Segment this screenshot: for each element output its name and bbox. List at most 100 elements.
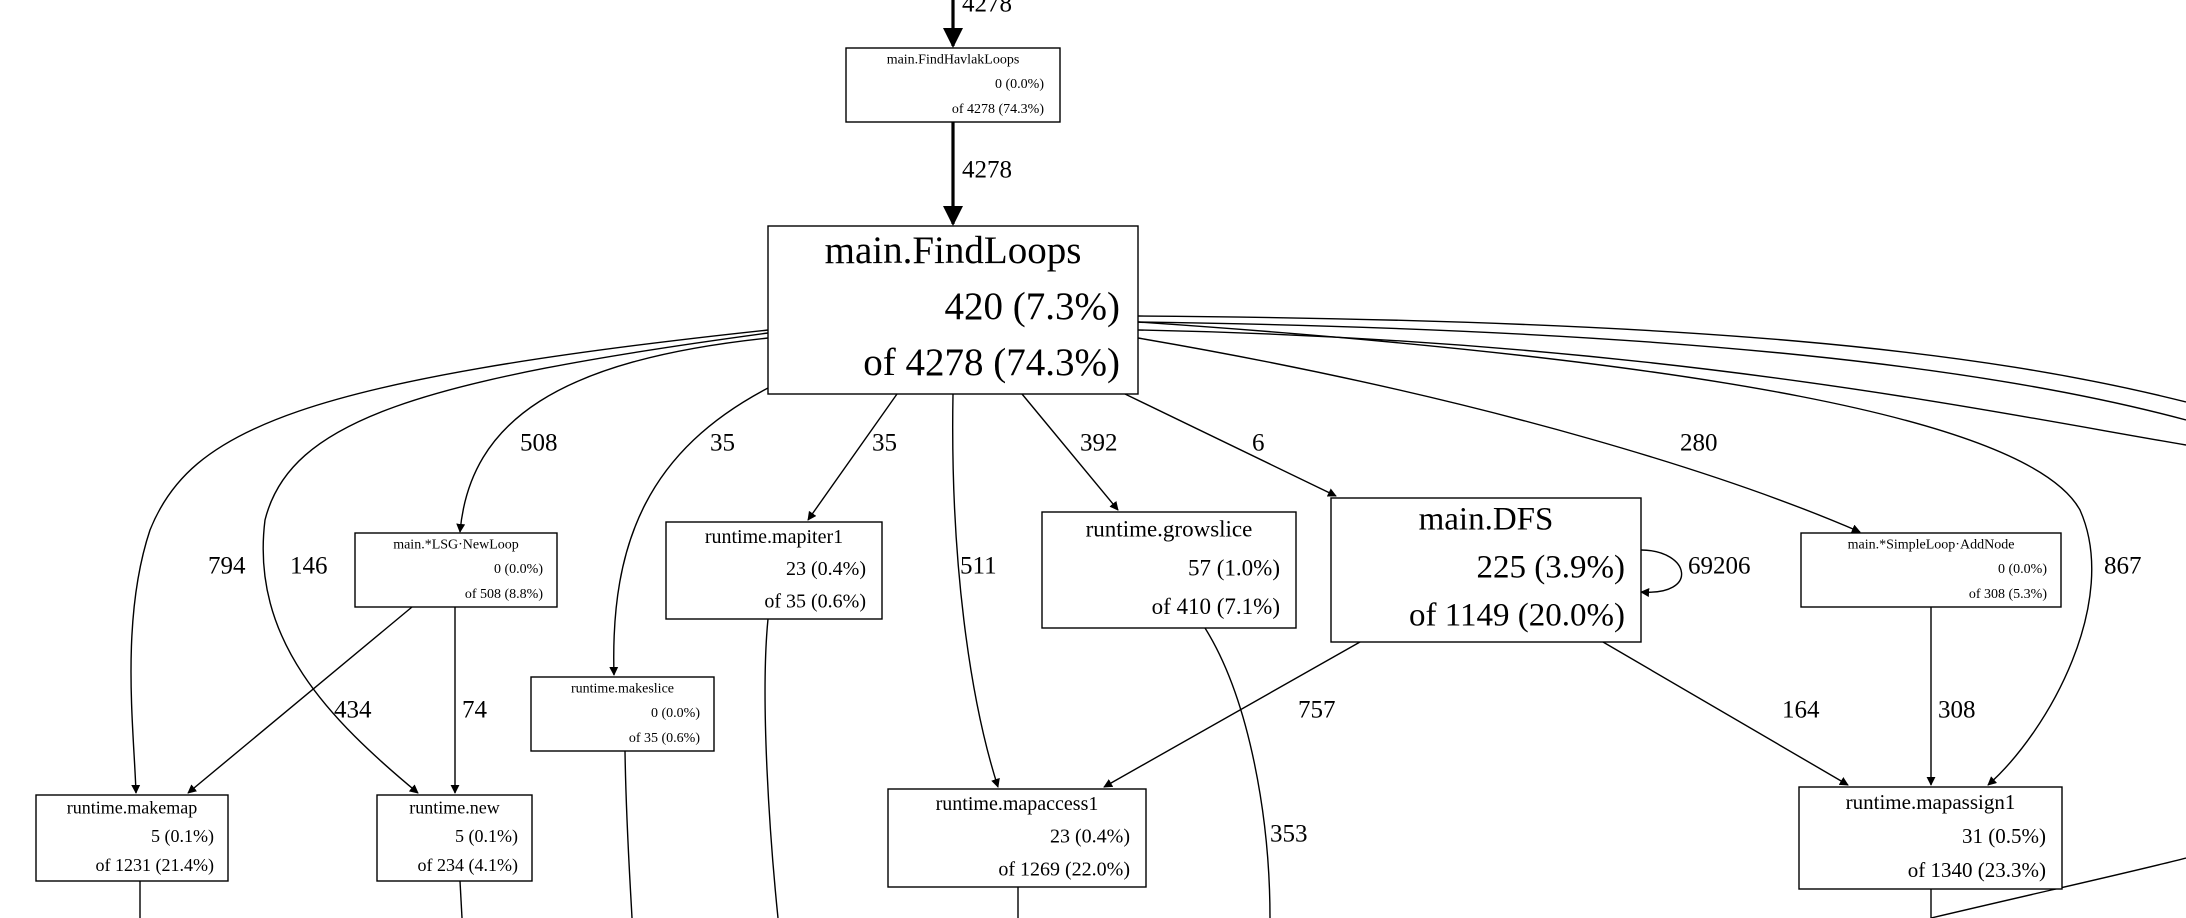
node-mapaccess1[interactable]: runtime.mapaccess1 23 (0.4%) of 1269 (22.0… (887, 788, 1147, 888)
node-cumulative-samples: of 35 (0.6%) (764, 590, 866, 612)
node-mapiter1[interactable]: runtime.mapiter1 23 (0.4%) of 35 (0.6%) (665, 521, 883, 620)
node-cumulative-samples: of 35 (0.6%) (629, 731, 700, 746)
edge-findloops-mapiter1 (807, 393, 898, 521)
node-box (887, 788, 1147, 888)
edge-label-findloops-dfs: 6 (1252, 430, 1265, 457)
edge-findloops-offright2 (1137, 321, 2186, 421)
node-box (376, 794, 533, 882)
edge-findloops-lsgnewloop (456, 337, 769, 533)
node-function-name: runtime.makemap (67, 797, 197, 817)
node-box (35, 794, 229, 882)
node-cumulative-samples: of 1231 (21.4%) (96, 855, 214, 876)
edge-new-out (459, 880, 463, 918)
node-cumulative-samples: of 234 (4.1%) (418, 855, 518, 876)
node-function-name: runtime.makeslice (571, 682, 674, 697)
node-dfs[interactable]: main.DFS 225 (3.9%) of 1149 (20.0%) (1330, 497, 1642, 643)
edge-label-findloops-lsgnewloop: 508 (520, 430, 558, 457)
node-function-name: main.DFS (1419, 502, 1554, 538)
edge-findloops-offright3 (1137, 329, 2186, 446)
node-function-name: runtime.mapaccess1 (936, 793, 1099, 815)
edge-label-in-findhavlak: 4278 (962, 0, 1012, 18)
node-cumulative-samples: of 4278 (74.3%) (952, 102, 1044, 117)
node-cumulative-samples: of 1340 (23.3%) (1908, 858, 2046, 882)
edge-label-dfs-mapassign1: 164 (1782, 697, 1820, 724)
edge-findloops-mapaccess1 (952, 393, 1000, 788)
node-function-name: runtime.new (409, 797, 499, 817)
node-box (354, 532, 558, 608)
node-box (530, 676, 715, 752)
node-cumulative-samples: of 508 (8.8%) (465, 587, 543, 602)
edge-label-findloops-growslice: 392 (1080, 430, 1118, 457)
node-function-name: runtime.mapiter1 (705, 526, 843, 548)
node-cumulative-samples: of 1149 (20.0%) (1409, 598, 1625, 634)
edge-label-addnode-mapassign1: 308 (1938, 697, 1976, 724)
edge-findloops-makeslice (609, 387, 769, 676)
edge-label-findloops-mapassign1: 867 (2104, 553, 2142, 580)
node-box (1798, 786, 2063, 890)
edge-makeslice-out (624, 750, 633, 918)
edge-label-findloops-addnode: 280 (1680, 430, 1718, 457)
node-box (845, 47, 1061, 123)
node-flat-samples: 0 (0.0%) (1998, 562, 2047, 577)
edge-findloops-offright1 (1137, 315, 2186, 403)
edge-lsgnewloop-makemap (187, 606, 413, 794)
edge-growslice-out (1204, 627, 1271, 918)
node-function-name: main.FindHavlakLoops (887, 53, 1020, 68)
node-box (1800, 532, 2062, 608)
node-cumulative-samples: of 410 (7.1%) (1152, 594, 1280, 619)
edge-findloops-growslice (1021, 393, 1119, 511)
node-flat-samples: 225 (3.9%) (1477, 550, 1625, 586)
node-box (1041, 511, 1297, 629)
edge-findloops-new (262, 332, 769, 794)
node-box (665, 521, 883, 620)
node-new[interactable]: runtime.new 5 (0.1%) of 234 (4.1%) (376, 794, 533, 882)
node-flat-samples: 31 (0.5%) (1962, 824, 2046, 848)
node-flat-samples: 23 (0.4%) (786, 558, 866, 580)
edge-findloops-addnode (1137, 337, 1861, 533)
node-findhavlak[interactable]: main.FindHavlakLoops 0 (0.0%) of 4278 (74.… (845, 47, 1061, 123)
edge-label-findloops-mapaccess1: 511 (960, 553, 997, 580)
edge-label-findloops-mapiter1: 35 (872, 430, 897, 457)
node-function-name: runtime.mapassign1 (1846, 790, 2016, 814)
edge-dfs-mapassign1 (1602, 641, 1849, 786)
node-flat-samples: 0 (0.0%) (995, 77, 1044, 92)
edge-label-findloops-makemap: 794 (208, 553, 246, 580)
edge-label-dfs-mapaccess1: 757 (1298, 697, 1336, 724)
node-makeslice[interactable]: runtime.makeslice 0 (0.0%) of 35 (0.6%) (530, 676, 715, 752)
node-flat-samples: 23 (0.4%) (1050, 826, 1130, 848)
node-box (1330, 497, 1642, 643)
node-box (767, 225, 1139, 395)
node-layer: main.FindHavlakLoops 0 (0.0%) of 4278 (74.… (35, 47, 2063, 890)
edge-label-lsgnewloop-makemap: 434 (334, 697, 372, 724)
node-function-name: main.*LSG·NewLoop (393, 538, 519, 553)
edge-dfs-mapaccess1 (1103, 641, 1361, 788)
edge-label-dfs-self: 69206 (1688, 553, 1751, 580)
node-flat-samples: 5 (0.1%) (455, 826, 518, 847)
edge-mapassign1-rightout (1930, 857, 2186, 918)
edge-label-lsgnewloop-new: 74 (462, 697, 488, 724)
node-function-name: runtime.growslice (1086, 517, 1253, 542)
node-addnode[interactable]: main.*SimpleLoop·AddNode 0 (0.0%) of 308 (… (1800, 532, 2062, 608)
node-cumulative-samples: of 308 (5.3%) (1969, 587, 2047, 602)
node-flat-samples: 57 (1.0%) (1188, 555, 1280, 580)
edge-label-growslice-out: 353 (1270, 821, 1308, 848)
node-cumulative-samples: of 1269 (22.0%) (998, 858, 1130, 880)
edge-label-findloops-new: 146 (290, 553, 328, 580)
node-growslice[interactable]: runtime.growslice 57 (1.0%) of 410 (7.1%) (1041, 511, 1297, 629)
node-cumulative-samples: of 4278 (74.3%) (863, 341, 1120, 384)
edge-label-findloops-makeslice: 35 (710, 430, 735, 457)
edge-mapiter1-out (764, 618, 779, 918)
edge-dfs-self (1640, 549, 1683, 598)
edge-findloops-mapassign1 (1137, 321, 2093, 786)
node-mapassign1[interactable]: runtime.mapassign1 31 (0.5%) of 1340 (23.3… (1798, 786, 2063, 890)
node-function-name: main.*SimpleLoop·AddNode (1848, 538, 2015, 553)
node-function-name: main.FindLoops (825, 229, 1082, 272)
node-flat-samples: 0 (0.0%) (651, 706, 700, 721)
edge-findloops-dfs (1124, 393, 1337, 497)
edge-findloops-makemap (130, 329, 769, 794)
